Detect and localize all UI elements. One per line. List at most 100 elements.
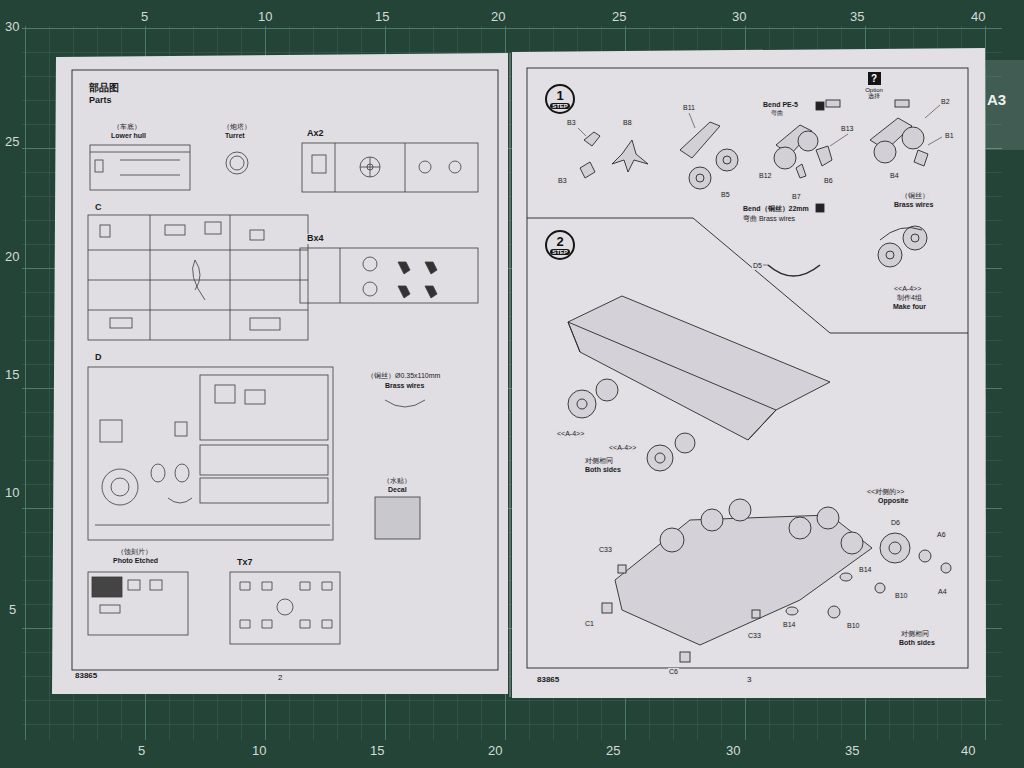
ruler-number: 35 <box>844 744 860 758</box>
paper-page <box>52 53 508 694</box>
step-one-parts <box>798 131 818 151</box>
bend-note: Bend PE-5 <box>762 101 799 109</box>
parts-sprues <box>230 572 340 644</box>
step-two-hull <box>752 610 760 618</box>
part-name: Decal <box>387 486 408 494</box>
callout-number: B7 <box>791 193 802 201</box>
parts-sprues <box>100 225 110 237</box>
assembly-note: Both sides <box>898 639 936 647</box>
step-two-hull <box>618 565 626 573</box>
marker-caption: STEP <box>550 249 570 255</box>
parts-sprues <box>375 497 420 539</box>
part-name: Turret <box>224 132 246 140</box>
parts-sprues <box>95 160 103 172</box>
parts-sprues <box>150 215 151 340</box>
ruler-number: 5 <box>137 744 146 758</box>
parts-sprues <box>300 248 478 303</box>
parts-sprues <box>245 390 265 404</box>
step-one-parts <box>874 141 896 163</box>
ruler-number: 5 <box>8 603 17 617</box>
callout-number: C33 <box>747 632 762 640</box>
callout-number: C1 <box>584 620 595 628</box>
parts-sprues <box>110 318 132 328</box>
ruler-number: 25 <box>605 744 621 758</box>
marker-text: ? <box>868 72 881 85</box>
step-two-hull <box>568 322 776 410</box>
step-two-hull <box>880 533 910 563</box>
parts-sprues <box>88 250 308 251</box>
parts-sprues <box>277 599 293 615</box>
step-one-parts <box>716 149 738 171</box>
marker-caption: Option <box>865 87 883 93</box>
parts-sprues <box>370 157 371 177</box>
parts-sprues <box>92 577 122 597</box>
callout-number: B10 <box>894 592 908 600</box>
step-two-hull <box>748 410 776 440</box>
step-one-parts <box>768 265 820 276</box>
parts-sprues <box>205 222 221 234</box>
parts-sprues <box>100 605 120 613</box>
marker-caption: STEP <box>550 103 570 109</box>
callout-number: D5 <box>752 262 763 270</box>
step-two-hull <box>647 445 673 471</box>
sprue-letter: C <box>94 203 103 213</box>
parts-sprues <box>312 155 326 173</box>
ruler-number: 10 <box>4 486 20 500</box>
ruler-number: 40 <box>960 744 976 758</box>
step-two-hull <box>602 603 612 613</box>
subassembly-ref: <<A-4>> <box>608 444 637 452</box>
step-two-hull <box>680 652 690 662</box>
step-two-hull <box>701 509 723 531</box>
step-two-hull <box>568 390 596 418</box>
leader-line <box>578 105 942 265</box>
step-one-parts <box>680 122 720 158</box>
parts-sprues <box>230 156 244 170</box>
part-name: （蚀刻片） <box>116 548 153 556</box>
assembly-note: Opposite <box>877 497 909 505</box>
step-two-hull <box>655 453 665 463</box>
step-two-hull <box>889 542 901 554</box>
step-one-parts <box>902 127 924 149</box>
callout-number: A6 <box>936 531 947 539</box>
step-two-hull <box>568 296 951 662</box>
sprue-letter: Tx7 <box>236 558 254 568</box>
callout-number: B12 <box>758 172 772 180</box>
parts-sprues <box>90 145 190 190</box>
ruler-number: 25 <box>4 135 20 149</box>
step-two-hull <box>941 563 951 573</box>
option-marker: ? Option选择 <box>856 72 892 100</box>
step-two-hull <box>919 550 931 562</box>
callout-number: B14 <box>858 566 872 574</box>
parts-sprues <box>363 282 377 296</box>
parts-sprues <box>385 400 425 407</box>
bend-note: Bend（铜丝）22mm <box>742 205 810 213</box>
assembly-note: Both sides <box>584 466 622 474</box>
kit-number: 83865 <box>74 672 98 681</box>
step-two-hull <box>568 296 830 440</box>
parts-sprues <box>193 260 205 300</box>
step-one-parts <box>723 156 731 164</box>
parts-sprues <box>240 582 332 628</box>
parts-sprues <box>88 310 308 311</box>
parts-sprues <box>340 248 341 303</box>
step-one-parts <box>580 100 928 276</box>
callout-number: C6 <box>668 668 679 676</box>
parts-sprues <box>111 478 129 496</box>
parts-sprues <box>88 367 333 540</box>
step-one-parts <box>895 100 909 107</box>
cutting-mat <box>22 26 1002 740</box>
subassembly-ref: <<A-4>> <box>893 285 922 293</box>
callout-number: B1 <box>944 132 955 140</box>
parts-sprues <box>250 318 280 330</box>
callout-number: A4 <box>937 588 948 596</box>
step-one-parts <box>914 150 928 166</box>
leader-line <box>928 137 942 145</box>
marker-caption: 选择 <box>868 93 880 99</box>
ruler-number: 30 <box>731 10 747 24</box>
ruler-number: 35 <box>849 10 865 24</box>
step-one-parts <box>696 174 704 182</box>
ruler-number: 5 <box>140 10 149 24</box>
ruler-number: 15 <box>374 10 390 24</box>
